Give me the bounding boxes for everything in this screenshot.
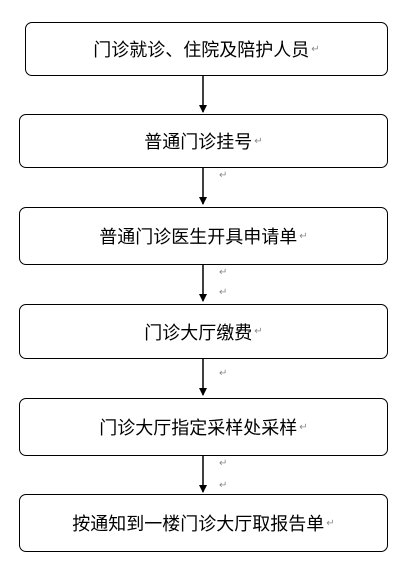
paragraph-mark: ↵ bbox=[326, 517, 335, 529]
paragraph-mark: ↵ bbox=[219, 480, 228, 491]
step-5-label: 门诊大厅指定采样处采样 bbox=[99, 418, 298, 439]
step-2-label: 普通门诊挂号 bbox=[144, 132, 253, 153]
step-1-label: 门诊就诊、住院及陪护人员 bbox=[93, 40, 310, 61]
step-6-label: 按通知到一楼门诊大厅取报告单 bbox=[72, 514, 325, 535]
paragraph-mark: ↵ bbox=[254, 135, 263, 147]
step-3-box: 普通门诊医生开具申请单↵ bbox=[19, 207, 388, 265]
paragraph-mark: ↵ bbox=[299, 230, 308, 242]
paragraph-mark: ↵ bbox=[219, 458, 228, 469]
paragraph-mark: ↵ bbox=[299, 421, 308, 433]
step-6-box: 按通知到一楼门诊大厅取报告单↵ bbox=[19, 494, 388, 552]
paragraph-mark: ↵ bbox=[219, 267, 228, 278]
paragraph-mark: ↵ bbox=[219, 170, 228, 181]
paragraph-mark: ↵ bbox=[219, 368, 228, 379]
paragraph-mark: ↵ bbox=[254, 326, 263, 337]
step-4-label: 门诊大厅缴费 bbox=[144, 322, 253, 344]
step-4-box: 门诊大厅缴费↵ bbox=[19, 304, 388, 359]
paragraph-mark: ↵ bbox=[219, 287, 228, 298]
step-1-box: 门诊就诊、住院及陪护人员↵ bbox=[25, 22, 388, 76]
step-2-box: 普通门诊挂号↵ bbox=[19, 114, 388, 168]
paragraph-mark: ↵ bbox=[311, 43, 320, 55]
step-5-box: 门诊大厅指定采样处采样↵ bbox=[19, 398, 388, 456]
step-3-label: 普通门诊医生开具申请单 bbox=[99, 227, 298, 248]
